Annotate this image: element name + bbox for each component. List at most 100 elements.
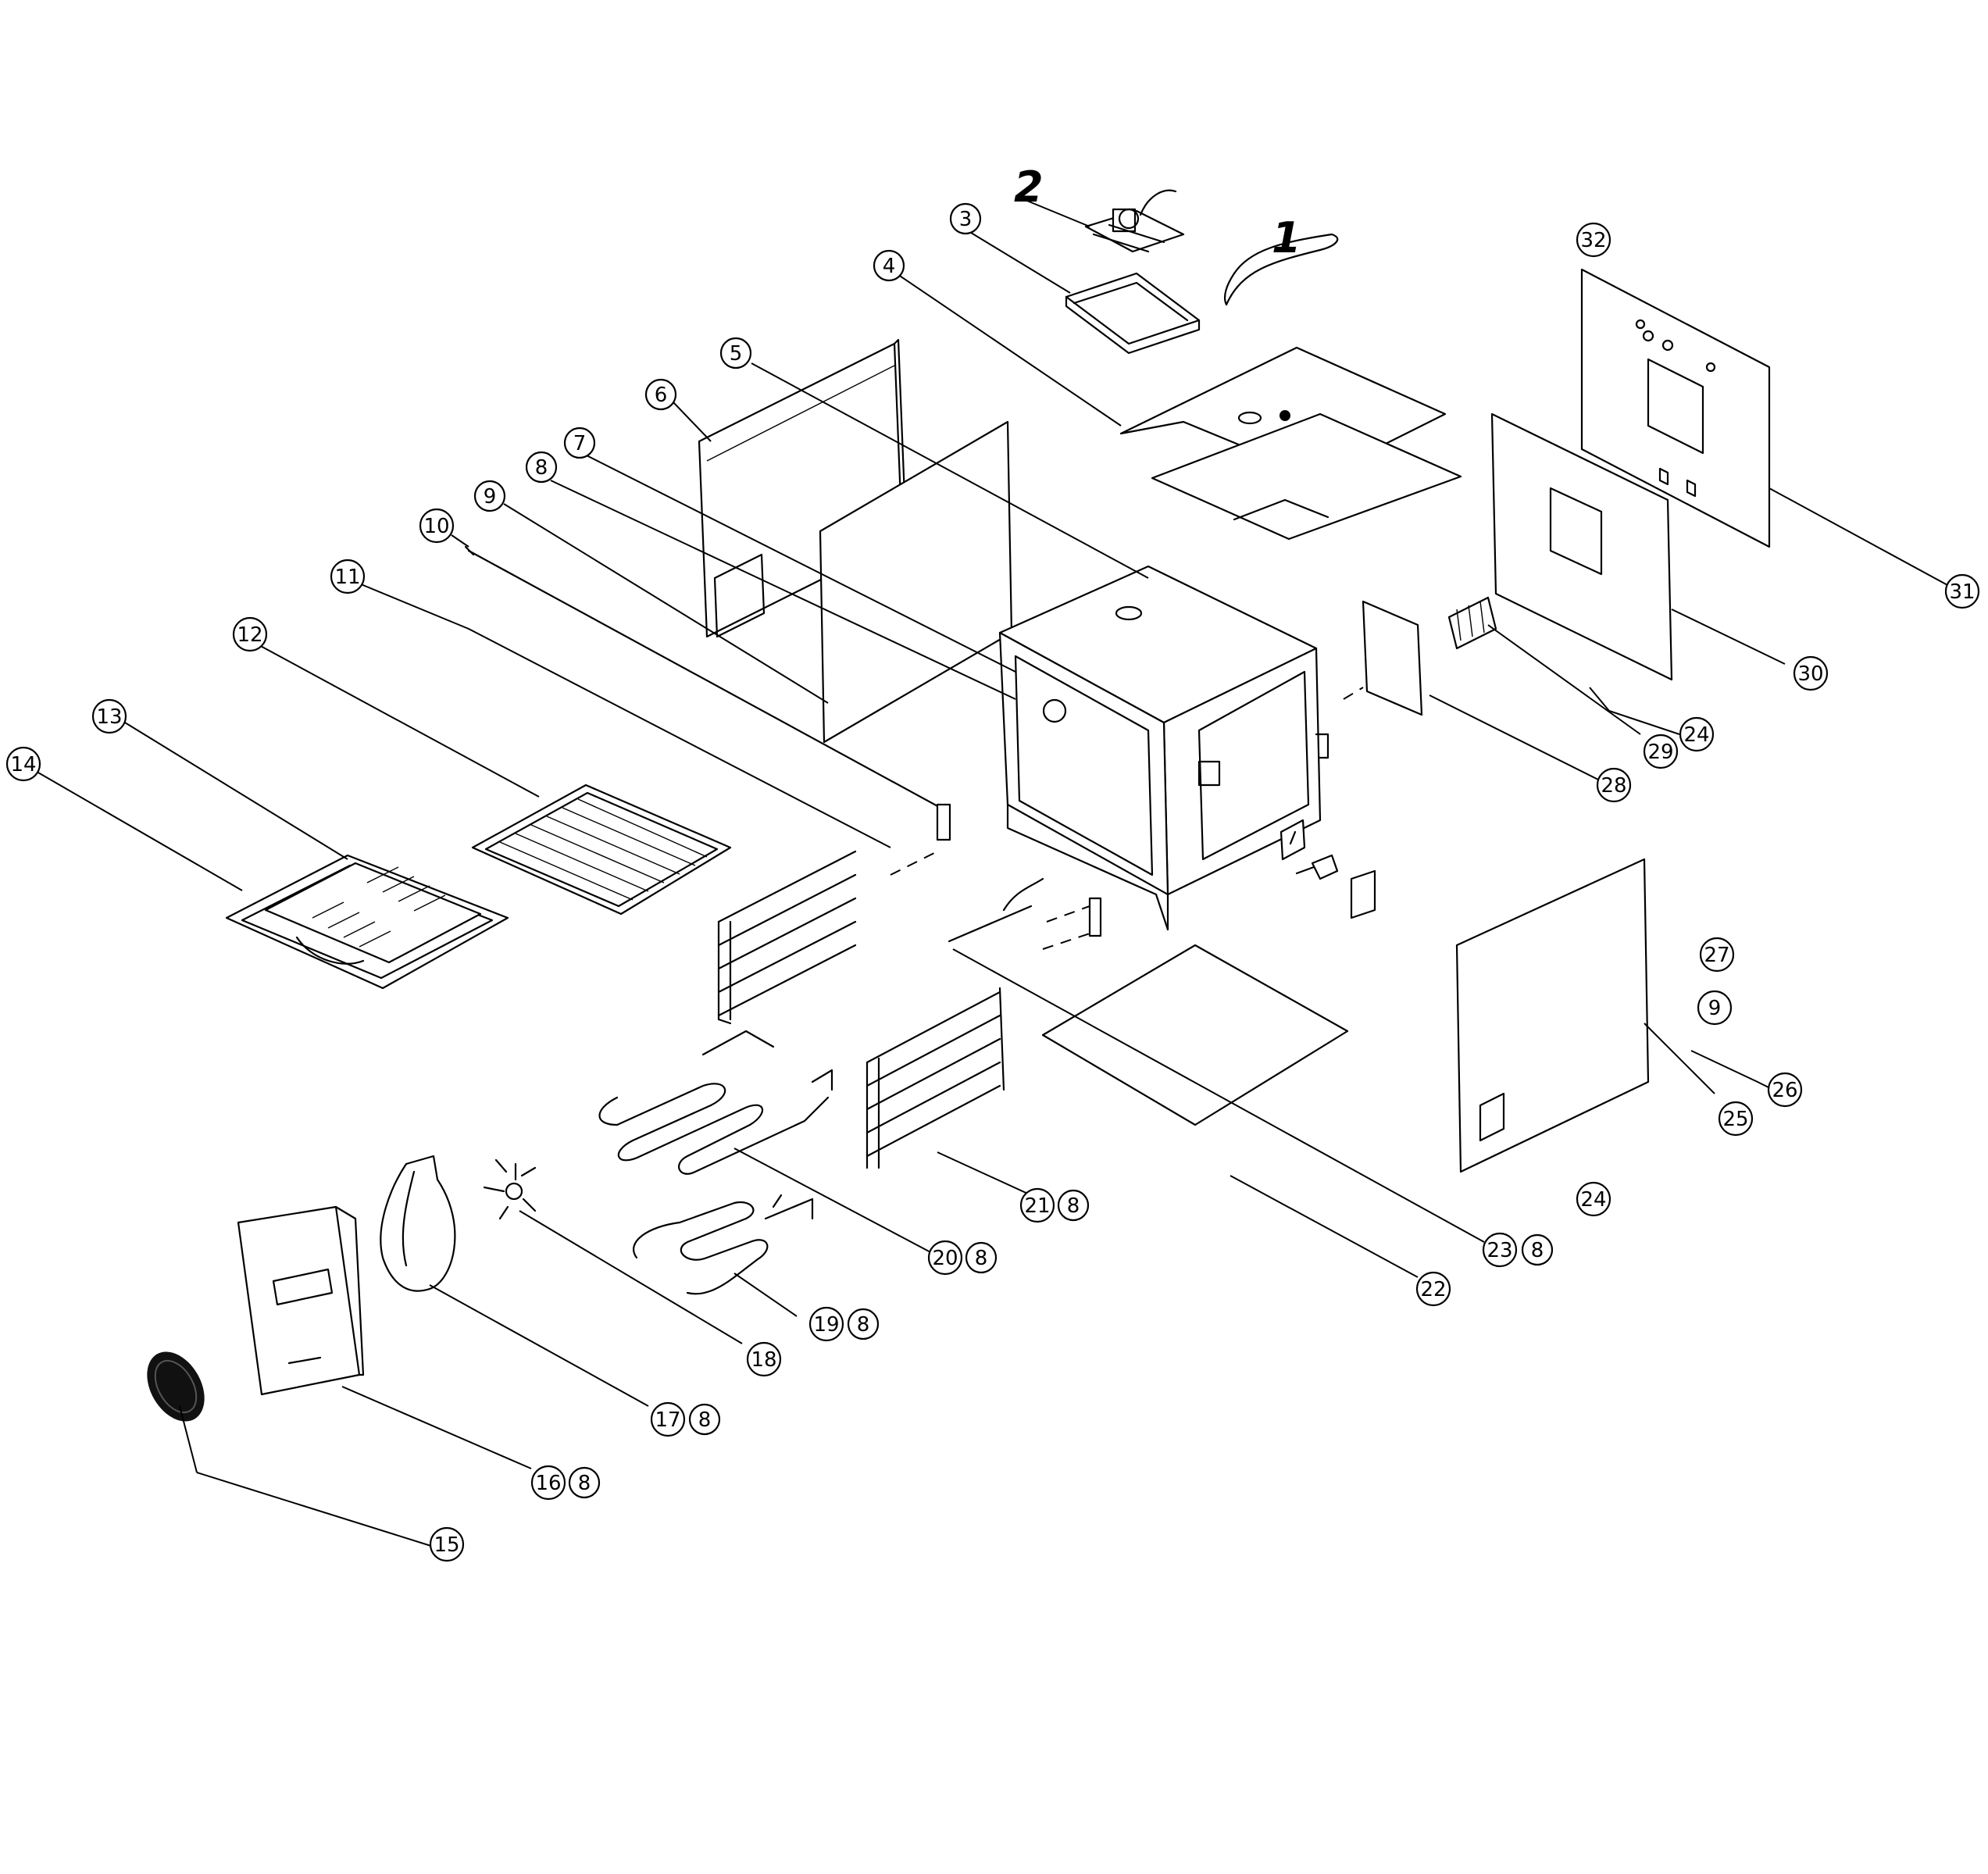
callout-c20b: 8 <box>965 1241 998 1274</box>
callout-label: 18 <box>751 1348 776 1372</box>
callout-c12: 12 <box>232 616 268 652</box>
callout-c27: 27 <box>1699 937 1735 973</box>
callout-label: 11 <box>334 566 360 589</box>
callout-c9: 9 <box>473 480 506 512</box>
callout-c2: 2 <box>1014 162 1044 212</box>
callout-label: 15 <box>434 1533 459 1557</box>
part-fan-shroud <box>380 1155 456 1292</box>
part-top-insulation <box>1119 346 1462 541</box>
callout-c24b: 24 <box>1576 1181 1611 1217</box>
callout-c16: 16 <box>530 1465 566 1501</box>
callout-label: 17 <box>655 1408 680 1432</box>
callout-c8: 8 <box>525 451 558 484</box>
part-fan-grille <box>147 1351 205 1422</box>
callout-label: 13 <box>96 705 122 729</box>
part-hose <box>1223 233 1339 306</box>
callout-label: 10 <box>423 515 449 538</box>
callout-label: 8 <box>1531 1239 1544 1262</box>
callout-label: 16 <box>535 1472 561 1495</box>
callout-label: 8 <box>578 1472 591 1495</box>
callout-c15: 15 <box>429 1526 465 1562</box>
callout-label: 30 <box>1797 662 1823 686</box>
callout-label: 9 <box>484 485 497 509</box>
callout-label: 23 <box>1487 1239 1512 1262</box>
part-rear-cover <box>237 1205 365 1396</box>
callout-label: 5 <box>730 342 743 366</box>
callout-c22: 22 <box>1415 1271 1451 1307</box>
callout-c6: 6 <box>644 378 677 411</box>
part-terminal-bracket <box>1362 596 1497 716</box>
part-oven-rack <box>471 784 732 916</box>
callout-label: 28 <box>1601 774 1626 798</box>
callout-c1: 1 <box>1272 213 1301 262</box>
callout-c30: 30 <box>1793 655 1829 691</box>
callout-c19b: 8 <box>847 1308 880 1340</box>
part-thermal-probe <box>948 877 1102 950</box>
callout-c3: 3 <box>949 202 982 235</box>
part-oven-cavity <box>998 565 1329 931</box>
callout-label: 24 <box>1580 1188 1606 1212</box>
callout-label: 8 <box>698 1408 712 1432</box>
callout-c31: 31 <box>1944 573 1980 609</box>
callout-label: 4 <box>883 255 896 278</box>
callout-label: 20 <box>932 1247 958 1270</box>
callout-label: 27 <box>1704 944 1729 967</box>
callout-label: 19 <box>813 1313 839 1337</box>
callout-c4: 4 <box>873 249 905 282</box>
part-left-rack-support <box>717 850 938 1025</box>
part-rear-outer-panel <box>1580 268 1771 548</box>
callout-c23: 23 <box>1482 1232 1518 1268</box>
callout-c26: 26 <box>1767 1072 1803 1108</box>
callout-c10: 10 <box>419 508 455 544</box>
callout-label: 2 <box>1014 162 1044 212</box>
callout-label: 14 <box>10 753 36 776</box>
callout-label: 8 <box>535 456 548 480</box>
callout-label: 9 <box>1708 997 1722 1020</box>
part-rear-insulation <box>1490 412 1673 681</box>
part-broil-element <box>632 1194 814 1295</box>
callout-label: 29 <box>1647 741 1673 764</box>
part-right-rack-support <box>866 987 1005 1169</box>
callout-c25: 25 <box>1718 1101 1754 1137</box>
callout-c16b: 8 <box>568 1466 601 1499</box>
callout-label: 3 <box>959 208 973 231</box>
callout-c24a: 24 <box>1679 716 1715 752</box>
callout-label: 8 <box>857 1313 870 1337</box>
callout-c28: 28 <box>1596 767 1632 803</box>
callout-c13: 13 <box>91 698 127 734</box>
callout-c17b: 8 <box>688 1403 721 1436</box>
callout-label: 8 <box>1067 1194 1080 1218</box>
callout-label: 25 <box>1722 1108 1748 1131</box>
part-bottom-panel <box>1041 944 1349 1126</box>
callout-label: 22 <box>1420 1278 1446 1301</box>
callout-c9b: 9 <box>1697 990 1733 1026</box>
callout-label: 21 <box>1024 1194 1050 1218</box>
callout-c17: 17 <box>650 1401 686 1437</box>
callout-label: 24 <box>1683 723 1709 747</box>
callout-c29: 29 <box>1643 734 1679 769</box>
callout-c21: 21 <box>1019 1187 1055 1223</box>
callout-c11: 11 <box>330 559 366 594</box>
callout-c20: 20 <box>927 1240 963 1276</box>
callout-label: 7 <box>573 432 587 455</box>
part-mounting-tray <box>1065 272 1201 355</box>
callout-c18: 18 <box>746 1341 782 1377</box>
callout-label: 32 <box>1580 229 1606 252</box>
part-bake-element <box>598 1030 833 1175</box>
callout-c19: 19 <box>808 1306 844 1342</box>
part-broil-pan <box>225 854 509 990</box>
callout-label: 6 <box>655 384 668 407</box>
callout-c5: 5 <box>719 337 752 369</box>
callout-label: 12 <box>237 623 262 647</box>
callout-c21b: 8 <box>1057 1189 1090 1222</box>
callout-c32: 32 <box>1576 222 1611 258</box>
callout-c7: 7 <box>563 427 596 459</box>
part-thermostat-assembly <box>1084 189 1185 253</box>
callout-c14: 14 <box>5 746 41 782</box>
part-fan-blade <box>483 1158 537 1220</box>
callout-label: 26 <box>1772 1079 1797 1102</box>
callout-c23b: 8 <box>1521 1233 1554 1266</box>
leader-lines <box>32 198 1950 1547</box>
part-switch-components <box>1280 819 1376 919</box>
